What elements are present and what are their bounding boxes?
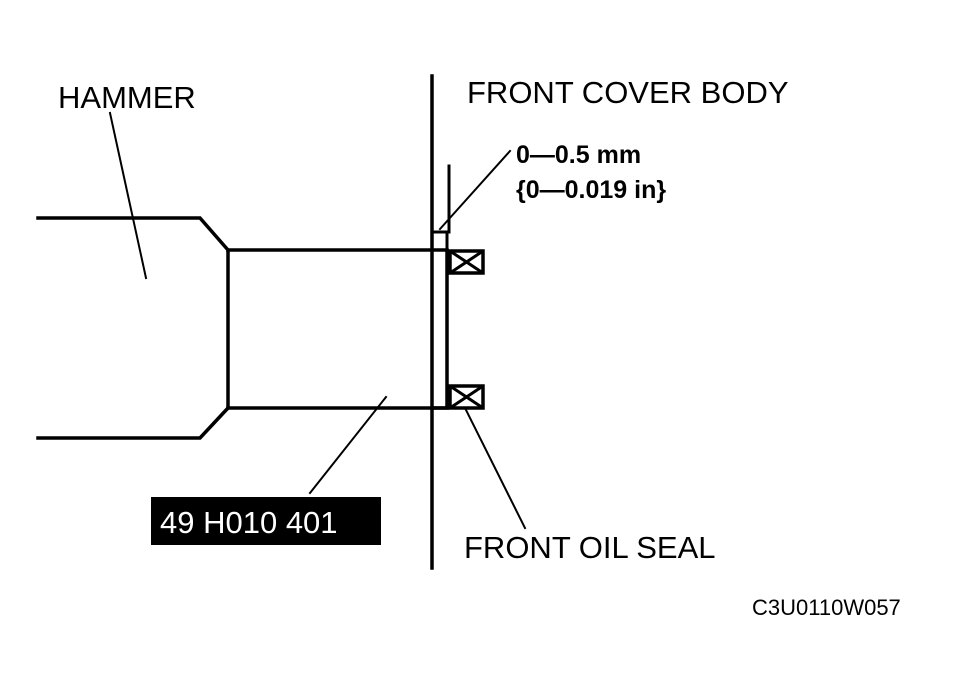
tool-leader-line [308,395,388,495]
hammer-leader-line [108,111,148,280]
front-cover-body-wall [430,74,451,570]
clearance-leader-line [438,149,512,231]
figure-code-label: C3U0110W057 [752,595,901,620]
tool-number-badge: 49 H010 401 [151,497,381,545]
tool-number-label: 49 H010 401 [160,505,338,540]
installer-tool-shape [226,248,449,410]
hammer-label: HAMMER [58,80,196,115]
front-oil-seal-label: FRONT OIL SEAL [464,530,716,565]
front-oil-seal-lower [448,384,485,410]
clearance-in-label: {0—0.019 in} [516,176,666,204]
front-oil-seal-upper [448,249,485,275]
front-cover-body-label: FRONT COVER BODY [467,75,789,110]
hammer-shape [36,216,230,440]
oil-seal-leader-line [464,408,527,530]
clearance-mm-label: 0—0.5 mm [516,141,641,169]
